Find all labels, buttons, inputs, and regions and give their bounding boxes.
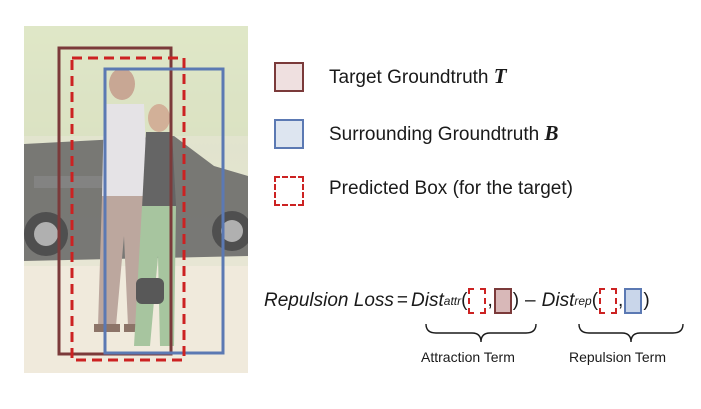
attraction-brace-icon — [425, 323, 537, 343]
dist-rep-base: Dist — [541, 290, 575, 311]
close-paren-rep: ) — [643, 290, 650, 311]
comma-rep: , — [618, 290, 624, 311]
attraction-term-label: Attraction Term — [421, 349, 515, 365]
repulsion-term-label: Repulsion Term — [569, 349, 667, 365]
dist-attr-sub: attr — [443, 294, 462, 308]
open-paren-attr: ( — [461, 290, 468, 311]
legend-text-target: Target Groundtruth — [329, 67, 489, 88]
dist-rep-sub: rep — [574, 294, 592, 308]
formula-minus: – — [525, 290, 536, 311]
legend-symbol-surrounding: B — [544, 121, 559, 145]
legend-text-surrounding: Surrounding Groundtruth — [329, 124, 540, 145]
legend-label-target: Target Groundtruth T — [329, 64, 507, 89]
legend-symbol-target: T — [493, 64, 507, 88]
legend-label-predicted: Predicted Box (for the target) — [329, 178, 573, 200]
target-swatch-icon — [274, 62, 304, 92]
comma-attr: , — [487, 290, 493, 311]
close-paren-attr: ) — [512, 290, 520, 311]
repulsion-brace-icon — [578, 323, 684, 343]
open-paren-rep: ( — [591, 290, 599, 311]
surrounding-groundtruth-box — [103, 67, 225, 355]
mini-surrounding-icon — [624, 288, 643, 314]
predicted-box — [70, 56, 186, 362]
mini-target-icon — [493, 288, 512, 314]
pedestrian-photo — [24, 26, 248, 373]
legend-label-surrounding: Surrounding Groundtruth B — [329, 121, 558, 146]
dist-attr-base: Dist — [411, 290, 444, 311]
legend-text-predicted: Predicted Box (for the target) — [329, 178, 573, 199]
mini-predicted-icon — [468, 288, 487, 314]
surrounding-swatch-icon — [274, 119, 304, 149]
formula-equals: = — [396, 290, 409, 311]
mini-predicted-icon-2 — [599, 288, 618, 314]
predicted-swatch-icon — [274, 176, 304, 206]
formula-lhs: Repulsion Loss — [264, 290, 394, 311]
